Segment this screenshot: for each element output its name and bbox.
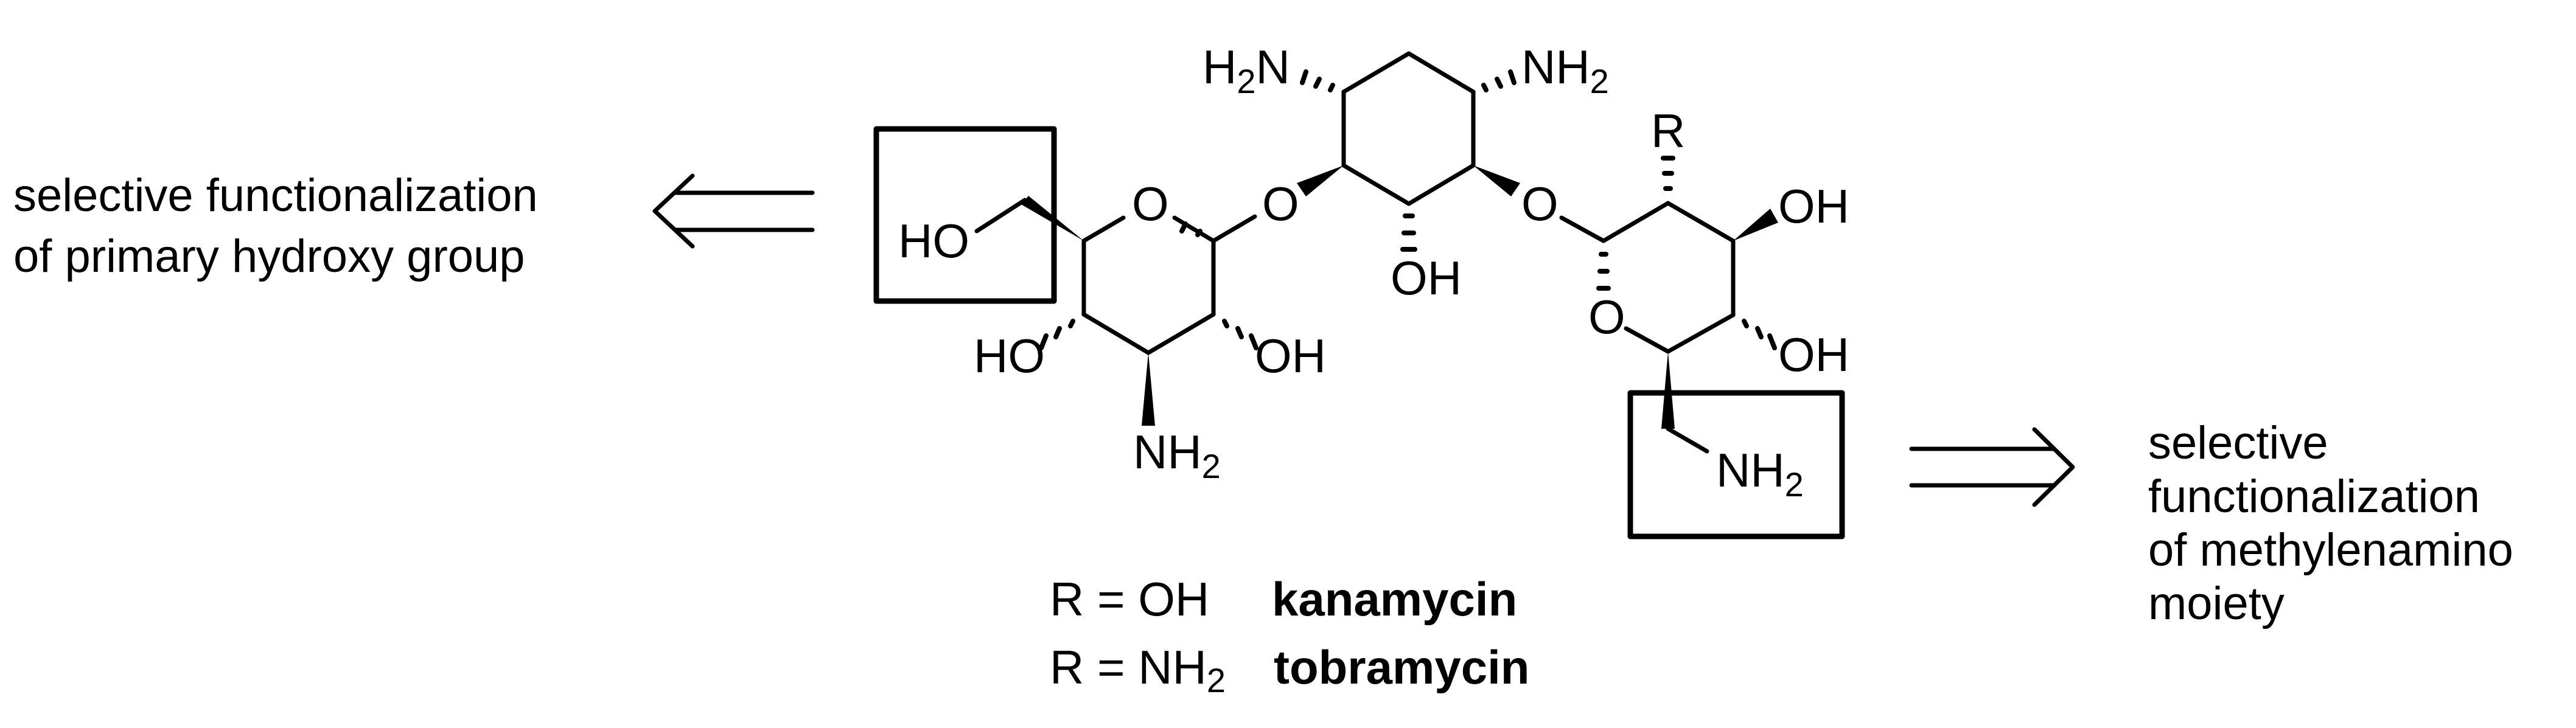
methylenamino-box bbox=[1627, 390, 1845, 539]
label-ho-left-bottom: HO bbox=[974, 329, 1045, 383]
wedge-bond bbox=[1021, 196, 1084, 241]
label-oh-left-bottom: OH bbox=[1255, 329, 1326, 383]
label-oh-center: OH bbox=[1391, 251, 1462, 305]
wedge-bond bbox=[1473, 165, 1520, 196]
retrosynthetic-arrow-right-icon bbox=[1909, 427, 2075, 507]
label-ho-boxed: HO bbox=[898, 214, 969, 268]
retrosynthetic-arrow-left-icon bbox=[652, 173, 815, 249]
label-ring-o-right: O bbox=[1588, 290, 1625, 344]
wedge-bond bbox=[1661, 352, 1675, 429]
left-annotation-text: selective functionalization of primary h… bbox=[13, 165, 538, 287]
legend-compound-name: kanamycin bbox=[1272, 572, 1518, 626]
right-annotation-line-2: functionalization bbox=[2148, 471, 2480, 522]
atom-labels: H2N NH2 OH O O O O HO HO OH NH2 R OH OH … bbox=[898, 40, 1849, 504]
wedge-bond bbox=[1297, 165, 1344, 196]
left-annotation-line-1: selective functionalization bbox=[13, 170, 538, 221]
right-annotation-text: selective functionalization of methylena… bbox=[2148, 417, 2513, 631]
label-oh-right-bottom: OH bbox=[1778, 328, 1849, 381]
label-r-group: R bbox=[1651, 104, 1685, 158]
label-nh2-boxed: NH2 bbox=[1716, 443, 1804, 504]
label-h2n-top-left: H2N bbox=[1202, 40, 1290, 100]
central-ring bbox=[1341, 51, 1476, 206]
label-oh-right-top: OH bbox=[1778, 179, 1849, 233]
wedge-bond bbox=[1733, 209, 1778, 241]
right-annotation-line-1: selective bbox=[2148, 417, 2328, 469]
wedge-bond bbox=[1142, 353, 1155, 426]
label-ring-o-left: O bbox=[1132, 177, 1169, 231]
right-annotation-line-4: moiety bbox=[2148, 578, 2285, 629]
label-glyco-o-left: O bbox=[1262, 177, 1299, 231]
left-annotation-line-2: of primary hydroxy group bbox=[13, 231, 525, 282]
legend-r-value: R = OH bbox=[1050, 572, 1210, 626]
legend-compound-name: tobramycin bbox=[1274, 640, 1530, 694]
primary-hydroxy-box bbox=[873, 126, 1057, 304]
legend-row-kanamycin: R = OH kanamycin bbox=[1050, 572, 1517, 627]
right-sugar-ring bbox=[1559, 201, 1736, 454]
label-glyco-o-right: O bbox=[1521, 177, 1559, 231]
hashed-bonds bbox=[1039, 69, 1777, 350]
label-nh2-left-bottom: NH2 bbox=[1133, 425, 1221, 485]
right-annotation-line-3: of methylenamino bbox=[2148, 524, 2513, 576]
wedge-bonds bbox=[1021, 165, 1778, 429]
legend-r-value: R = NH bbox=[1050, 640, 1207, 694]
legend-row-tobramycin: R = NH2 tobramycin bbox=[1050, 640, 1529, 700]
label-nh2-top-right: NH2 bbox=[1521, 40, 1609, 100]
legend-r-sub: 2 bbox=[1206, 661, 1226, 699]
left-sugar-ring bbox=[974, 198, 1257, 355]
